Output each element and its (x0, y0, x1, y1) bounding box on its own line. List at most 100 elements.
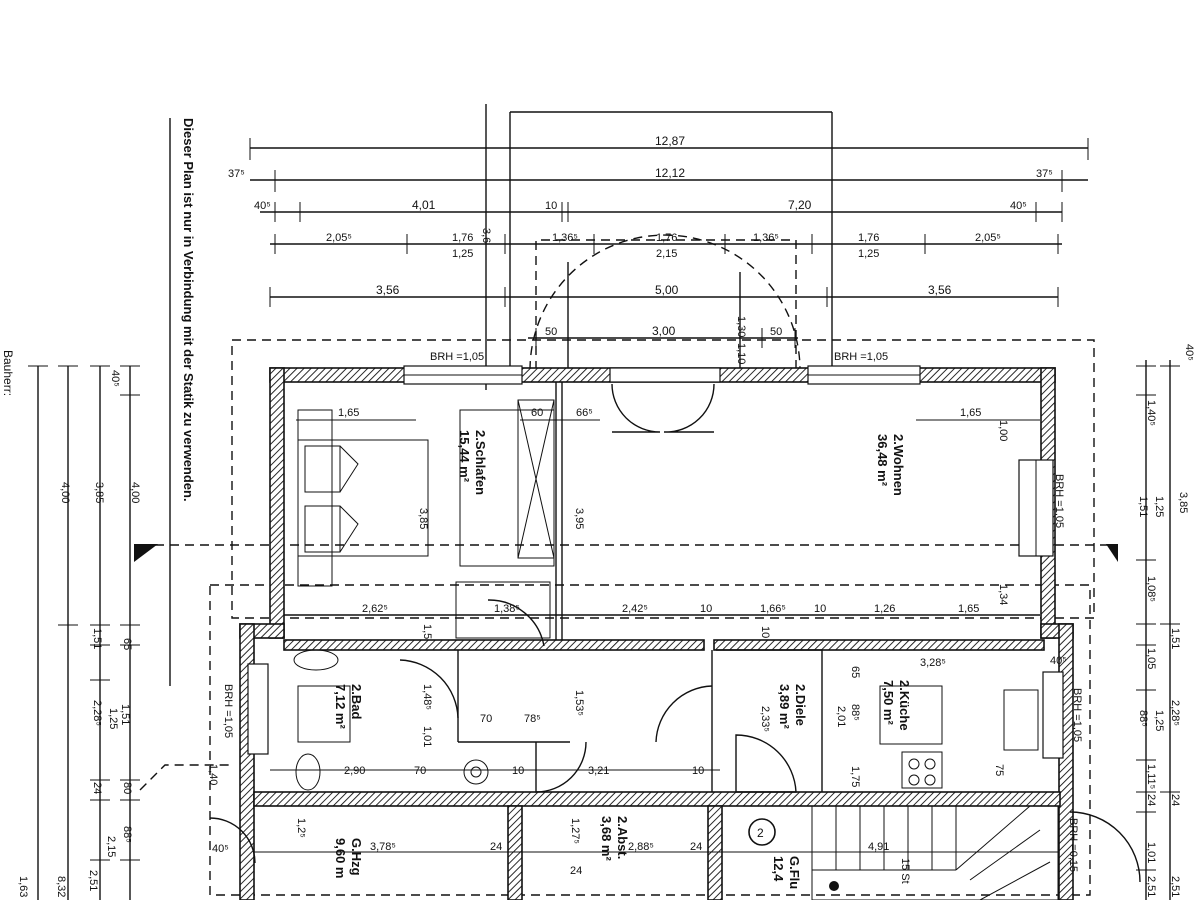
dim-v-11: 1,34 (997, 584, 1009, 605)
dim-g-7: 1,2⁵ (295, 818, 307, 838)
dim-v-3: 1,01 (421, 726, 433, 747)
room-schlafen-name: 2.Schlafen (473, 430, 488, 495)
dim-row3-a: 40⁵ (254, 200, 271, 212)
dim-g-10: 40⁵ (212, 843, 229, 855)
dim-v-5: 10 (759, 626, 771, 638)
top-dimension-chains: 12,87 37⁵ 12,12 37⁵ 40⁵ 4,01 10 7,20 40⁵… (228, 104, 1089, 390)
right-col1-d: 1,25 (1153, 496, 1165, 517)
brh-right-wohnen: BRH =1,05 (1053, 474, 1065, 528)
dim-mid-5: 1,66⁵ (760, 603, 786, 615)
left-col4-g: 88⁵ (121, 826, 133, 843)
dim-mid-2: 1,38⁵ (494, 603, 520, 615)
dim-v-12: 75 (993, 764, 1005, 776)
brh-top-right: BRH =1,05 (834, 351, 888, 363)
left-col4-e: 1,51 (119, 704, 131, 725)
right-col2-d: 24 (1169, 794, 1181, 806)
dim-row4-6: 2,15 (656, 248, 677, 260)
dim-low-5: 10 (512, 765, 524, 777)
dim-row6-e: 50 (770, 326, 782, 338)
dim-g-2: 24 (490, 841, 502, 853)
brh-right-bottom: BRH =0,15 (1067, 818, 1079, 872)
right-col1-e: 1,08⁵ (1145, 576, 1157, 602)
dim-mid-4: 10 (700, 603, 712, 615)
left-col3-b: 1,51 (91, 628, 103, 649)
left-col3-a: 3,85 (93, 482, 105, 503)
plan-note: Dieser Plan ist nur in Verbindung mit de… (169, 118, 196, 686)
left-col4-c: 65 (121, 638, 133, 650)
dim-row3-c: 10 (545, 200, 557, 212)
left-dimension-chains: 1,63 4,00 8,32 3,85 1,51 2,28⁵ 24 2,15 2… (17, 365, 141, 900)
dim-low-4: 70 (414, 765, 426, 777)
dim-row2-mid: 12,12 (655, 166, 685, 180)
dim-row2-right: 37⁵ (1036, 168, 1053, 180)
dim-v-6: 2,33⁵ (759, 706, 771, 732)
room-abst-name: 2.Abst. (615, 816, 630, 859)
room-wohnen-area: 36,48 m² (875, 434, 890, 487)
dim-low-7: 10 (692, 765, 704, 777)
right-col1-f: 1,05 (1145, 648, 1157, 669)
left-col2-b: 8,32 (55, 876, 67, 897)
furniture (293, 409, 1039, 791)
dim-mid-3: 2,42⁵ (622, 603, 648, 615)
stairs (748, 805, 1059, 900)
dim-row4-2: 1,76 (452, 232, 473, 244)
plan-note-text: Dieser Plan ist nur in Verbindung mit de… (181, 118, 196, 502)
dim-row5-mid: 5,00 (655, 283, 679, 297)
left-col2-a: 4,00 (59, 482, 71, 503)
dim-g-8: 1,27⁵ (569, 818, 581, 844)
left-col4-d: 1,25 (107, 708, 119, 729)
room-abst-area: 3,68 m² (599, 816, 614, 861)
left-col3-e: 2,15 (105, 836, 117, 857)
room-flur-name: G.Flu (787, 856, 802, 889)
dim-row5-left: 3,56 (376, 283, 400, 297)
room-bad-name: 2.Bad (349, 684, 364, 719)
right-col1-l: 2,51 (1145, 876, 1157, 897)
dim-mid-6: 10 (814, 603, 826, 615)
dim-g-11: 1,40 (207, 764, 219, 785)
brh-labels: BRH =1,05 BRH =1,05 BRH =1,05 BRH =1,05 … (222, 351, 1083, 872)
room-diele-name: 2.Diele (793, 684, 808, 726)
dim-flur-h: 3,95 (573, 508, 585, 529)
dim-row4-10: 2,05⁵ (975, 232, 1001, 244)
right-col1-i: 1,11⁵ (1145, 764, 1157, 789)
left-col3-c: 2,28⁵ (91, 700, 103, 726)
windows (247, 365, 1064, 759)
right-col2-b: 1,51 (1169, 628, 1181, 649)
dim-g-3: 2,88⁵ (628, 841, 654, 853)
right-col2-e: 2,51 (1169, 876, 1181, 897)
room-schlafen-area: 15,44 m² (457, 430, 472, 483)
dim-g-1: 3,78⁵ (370, 841, 396, 853)
dim-row4-1: 2,05⁵ (326, 232, 352, 244)
dim-mid-8: 1,65 (958, 603, 979, 615)
room-wohnen-name: 2.Wohnen (891, 434, 906, 496)
room-hzg-area: 9,60 m (333, 838, 348, 878)
dim-v-4: 1,53⁵ (573, 690, 585, 716)
walls (239, 367, 1074, 900)
right-col1-a: 40⁵ (1183, 344, 1195, 361)
dim-row6-a: 50 (545, 326, 557, 338)
interior-dimensions: 1,65 60 66⁵ 3,85 3,95 1,65 1,00 2,62⁵ 1,… (207, 407, 1067, 884)
dim-low-1: 70 (480, 713, 492, 725)
left-col4-a: 40⁵ (109, 370, 121, 387)
interior-walls (284, 382, 1040, 792)
dim-v-10: 65 (849, 666, 861, 678)
dashed-outlines (139, 234, 1110, 896)
left-col3-d: 24 (91, 782, 103, 794)
right-col1-g: 88⁵ (1137, 710, 1149, 727)
dim-v-8: 88⁵ (849, 704, 861, 721)
right-col2-a: 3,85 (1177, 492, 1189, 513)
dim-overall-width: 12,87 (655, 134, 685, 148)
room-hzg-name: G.Hzg (349, 838, 364, 876)
dim-wohnen-v: 1,00 (997, 420, 1009, 441)
left-col4-b: 4,00 (129, 482, 141, 503)
dim-low-2: 78⁵ (524, 713, 541, 725)
right-col1-j: 24 (1145, 794, 1157, 806)
dim-row3-b: 4,01 (412, 198, 436, 212)
dim-row4-8: 1,76 (858, 232, 879, 244)
left-col3-f: 2,51 (87, 870, 99, 891)
dim-g-5: 4,91 (868, 841, 889, 853)
dim-schlafen-w: 1,65 (338, 407, 359, 419)
dim-row3-d: 7,20 (788, 198, 812, 212)
right-col1-h: 1,25 (1153, 710, 1165, 731)
